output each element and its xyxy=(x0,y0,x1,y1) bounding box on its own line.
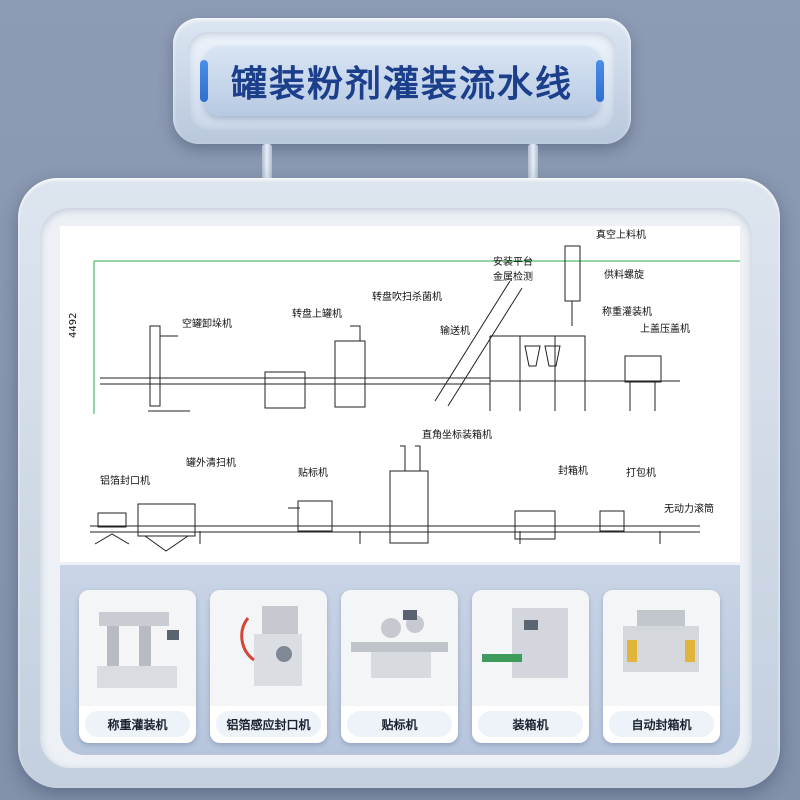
hanger-post-right xyxy=(528,144,538,184)
label-metal-detector: 金属检测 xyxy=(493,270,533,283)
filling-machine-photo-icon xyxy=(79,590,196,706)
label-vacuum-loader: 真空上料机 xyxy=(596,228,646,241)
banner-cap-right xyxy=(596,60,604,102)
label-foil-sealer: 铝箔封口机 xyxy=(100,474,150,487)
card-label: 装箱机 xyxy=(478,711,583,737)
label-roller-conveyor: 无动力滚筒 xyxy=(664,502,714,515)
diagram-svg: 4492 空罐卸垛机 转盘上罐机 转盘吹扫杀菌机 输送机 安装平台 金属检测 真… xyxy=(68,228,740,552)
sealing-machine-photo-icon xyxy=(210,590,327,706)
page-title: 罐装粉剂灌装流水线 xyxy=(230,64,573,105)
title-banner: 罐装粉剂灌装流水线 xyxy=(200,46,604,116)
card-labeler[interactable]: 贴标机 xyxy=(341,590,458,743)
banner-cap-left xyxy=(200,60,208,102)
label-conveyor: 输送机 xyxy=(440,324,470,337)
label-strapper: 打包机 xyxy=(626,466,656,479)
hanger-post-left xyxy=(262,144,272,184)
label-can-cleaner: 罐外清扫机 xyxy=(186,456,236,469)
label-cartesian-packer: 直角坐标装箱机 xyxy=(422,428,492,441)
height-mark: 4492 xyxy=(68,313,79,338)
production-line-diagram: 4492 空罐卸垛机 转盘上罐机 转盘吹扫杀菌机 输送机 安装平台 金属检测 真… xyxy=(60,226,740,562)
card-label: 铝箔感应封口机 xyxy=(216,711,321,737)
label-labeler: 贴标机 xyxy=(298,466,328,479)
label-platform: 安装平台 xyxy=(493,255,533,268)
card-label: 自动封箱机 xyxy=(609,711,714,737)
card-carton-sealer[interactable]: 自动封箱机 xyxy=(603,590,720,743)
label-turntable-loader: 转盘上罐机 xyxy=(292,307,342,320)
label-feed-screw: 供料螺旋 xyxy=(604,268,644,281)
label-case-sealer: 封箱机 xyxy=(558,464,588,477)
card-weighing-filler[interactable]: 称重灌装机 xyxy=(79,590,196,743)
card-foil-sealer[interactable]: 铝箔感应封口机 xyxy=(210,590,327,743)
labeling-machine-photo-icon xyxy=(341,590,458,706)
label-capper: 上盖压盖机 xyxy=(640,322,690,335)
case-packer-photo-icon xyxy=(472,590,589,706)
label-weighing-filler: 称重灌装机 xyxy=(602,305,652,318)
card-case-packer[interactable]: 装箱机 xyxy=(472,590,589,743)
label-depalletizer: 空罐卸垛机 xyxy=(182,317,232,330)
card-label: 贴标机 xyxy=(347,711,452,737)
carton-sealer-photo-icon xyxy=(603,590,720,706)
card-label: 称重灌装机 xyxy=(85,711,190,737)
label-blowing-sterilizer: 转盘吹扫杀菌机 xyxy=(372,290,442,303)
